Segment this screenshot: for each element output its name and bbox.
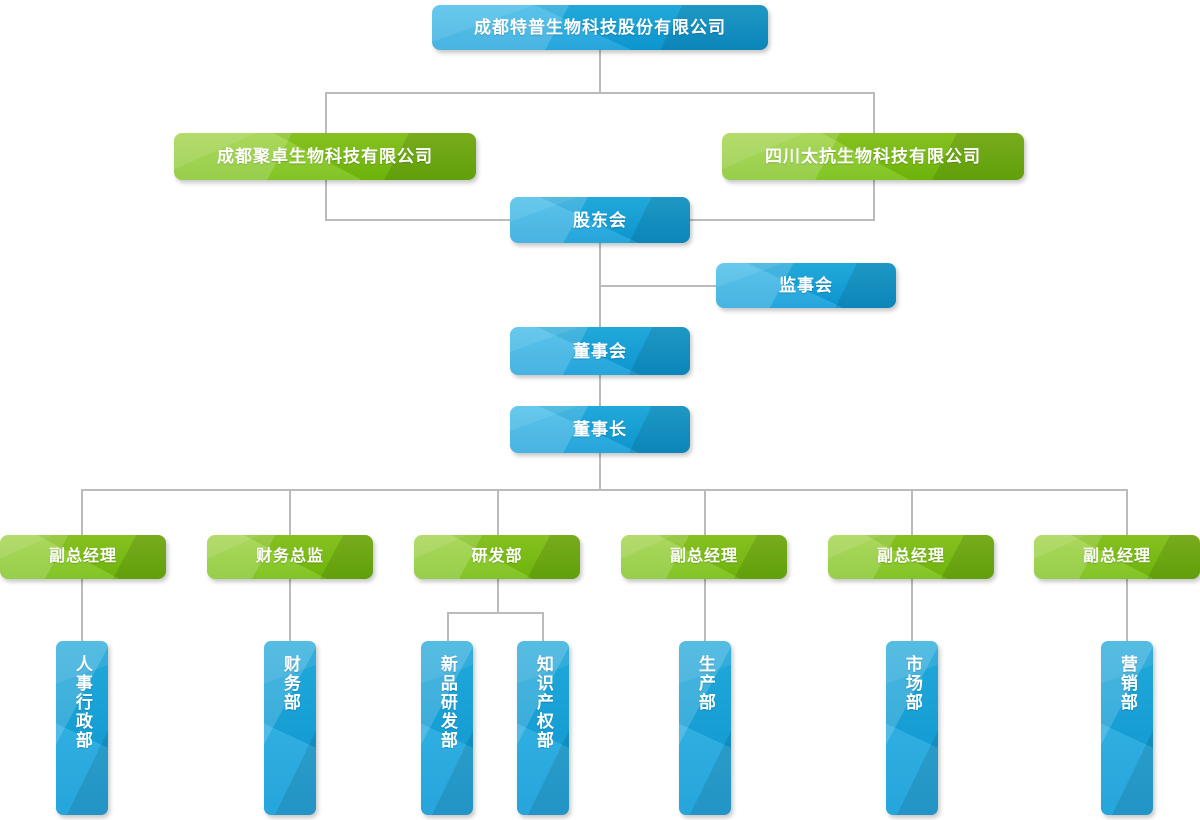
node-sales-department-label: 营销部 <box>1117 655 1137 712</box>
node-ip-department[interactable]: 知识产权部 <box>517 641 569 815</box>
node-vice-general-manager-4[interactable]: 副总经理 <box>1034 535 1200 579</box>
connector-drop-exec1 <box>81 489 83 535</box>
node-vice-general-manager-2[interactable]: 副总经理 <box>621 535 787 579</box>
node-finance-department-label: 财务部 <box>280 655 300 712</box>
node-cfo[interactable]: 财务总监 <box>207 535 373 579</box>
node-production-department-label: 生产部 <box>695 655 715 712</box>
node-chairman[interactable]: 董事长 <box>510 406 690 453</box>
connector-rd-down <box>497 579 499 613</box>
node-shareholders-meeting-label: 股东会 <box>573 210 627 230</box>
connector-supervisors-branch <box>599 285 717 287</box>
connector-left-to-shareholders <box>325 219 512 221</box>
node-vice-general-manager-3-label: 副总经理 <box>876 548 945 565</box>
node-vice-general-manager-2-label: 副总经理 <box>669 548 738 565</box>
connector-drop-exec4 <box>1126 489 1128 535</box>
node-board-of-directors-label: 董事会 <box>573 341 627 361</box>
node-finance-department[interactable]: 财务部 <box>264 641 316 815</box>
connector-rd-bus <box>447 612 544 614</box>
node-subsidiary-right-label: 四川太抗生物科技有限公司 <box>765 147 981 166</box>
node-vice-general-manager-4-label: 副总经理 <box>1082 548 1151 565</box>
node-rd-department[interactable]: 研发部 <box>414 535 580 579</box>
connector-chairman-down <box>599 453 601 490</box>
connector-drop-cfo <box>289 489 291 535</box>
node-production-department[interactable]: 生产部 <box>679 641 731 815</box>
node-vice-general-manager-3[interactable]: 副总经理 <box>828 535 994 579</box>
node-new-product-rd-department-label: 新品研发部 <box>437 655 457 750</box>
node-subsidiary-right[interactable]: 四川太抗生物科技有限公司 <box>722 133 1024 180</box>
node-company[interactable]: 成都特普生物科技股份有限公司 <box>432 5 768 50</box>
connector-drop-new-product <box>447 612 449 641</box>
connector-drop-rd <box>497 489 499 535</box>
connector-drop-exec2 <box>704 489 706 535</box>
connector-exec1-to-hr <box>81 579 83 641</box>
connector-cfo-to-finance <box>289 579 291 641</box>
connector-subsidiary-bus <box>325 92 875 94</box>
connector-executive-bus <box>81 489 1127 491</box>
node-subsidiary-left[interactable]: 成都聚卓生物科技有限公司 <box>174 133 476 180</box>
connector-company-down <box>599 50 601 93</box>
connector-exec3-to-market <box>911 579 913 641</box>
node-shareholders-meeting[interactable]: 股东会 <box>510 197 690 243</box>
connector-exec2-to-production <box>704 579 706 641</box>
connector-right-to-shareholders <box>690 219 875 221</box>
connector-board-to-chairman <box>599 375 601 406</box>
node-board-of-directors[interactable]: 董事会 <box>510 327 690 375</box>
node-chairman-label: 董事长 <box>573 420 627 439</box>
node-board-of-supervisors-label: 监事会 <box>779 276 833 295</box>
node-ip-department-label: 知识产权部 <box>533 655 553 750</box>
node-cfo-label: 财务总监 <box>255 548 324 565</box>
node-subsidiary-left-label: 成都聚卓生物科技有限公司 <box>217 147 433 166</box>
node-vice-general-manager-1-label: 副总经理 <box>48 548 117 565</box>
node-market-department-label: 市场部 <box>902 655 922 712</box>
connector-exec4-to-sales <box>1126 579 1128 641</box>
node-market-department[interactable]: 市场部 <box>886 641 938 815</box>
node-vice-general-manager-1[interactable]: 副总经理 <box>0 535 166 579</box>
node-new-product-rd-department[interactable]: 新品研发部 <box>421 641 473 815</box>
connector-drop-ip <box>542 612 544 641</box>
node-hr-admin-department-label: 人事行政部 <box>72 655 92 750</box>
node-rd-department-label: 研发部 <box>471 548 523 565</box>
connector-drop-exec3 <box>911 489 913 535</box>
node-sales-department[interactable]: 营销部 <box>1101 641 1153 815</box>
node-company-label: 成都特普生物科技股份有限公司 <box>474 18 726 37</box>
node-hr-admin-department[interactable]: 人事行政部 <box>56 641 108 815</box>
node-board-of-supervisors[interactable]: 监事会 <box>716 263 896 308</box>
